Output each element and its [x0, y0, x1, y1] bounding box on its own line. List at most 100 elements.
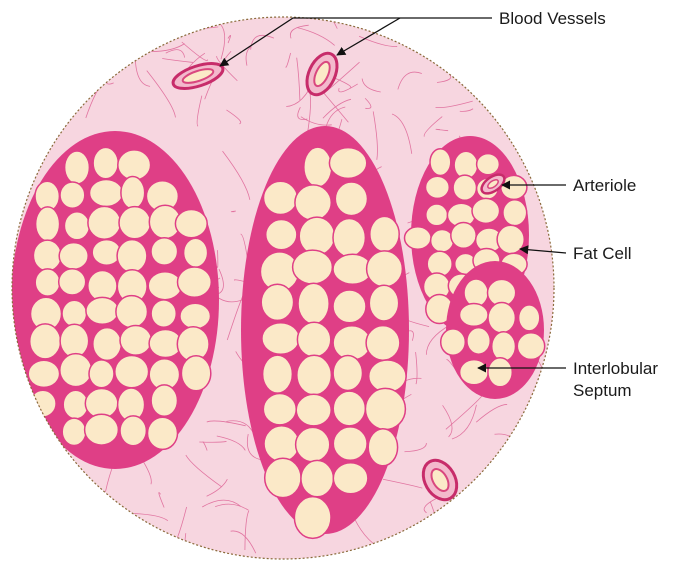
- fat-cell: [60, 354, 92, 387]
- fat-cell: [264, 426, 299, 462]
- fat-cell: [295, 185, 331, 220]
- fat-cell: [297, 355, 332, 395]
- connective-tissue-fiber: [478, 495, 500, 511]
- fat-cell: [120, 326, 152, 356]
- fat-cell: [369, 360, 406, 392]
- fat-cell: [59, 269, 86, 295]
- fat-cell: [472, 198, 500, 223]
- fat-cell: [184, 238, 208, 267]
- fat-cell: [261, 284, 293, 320]
- fat-cell: [333, 219, 365, 257]
- microscope-field: [10, 15, 554, 567]
- fat-cell: [28, 360, 59, 387]
- fat-cell: [121, 177, 145, 209]
- fat-cell-label: Fat Cell: [573, 244, 632, 263]
- fat-cell: [297, 322, 330, 357]
- fat-cell: [335, 182, 367, 216]
- fat-cell: [60, 324, 89, 357]
- fat-cell: [333, 427, 367, 460]
- fat-cell: [366, 326, 400, 361]
- fat-cell: [119, 207, 151, 239]
- fat-cell: [118, 150, 151, 180]
- fat-cell: [492, 332, 516, 361]
- fat-cell: [62, 418, 86, 445]
- fat-cell: [264, 181, 298, 214]
- fat-cell: [64, 212, 89, 240]
- fat-cell: [151, 300, 176, 327]
- fat-cell: [263, 355, 293, 393]
- fat-cell: [503, 200, 527, 226]
- fat-cell: [477, 154, 500, 175]
- fat-cell: [65, 151, 90, 184]
- fat-cell: [369, 285, 398, 321]
- fat-cell: [464, 279, 488, 307]
- fat-cell: [262, 323, 300, 355]
- fat-cell: [333, 463, 368, 494]
- fat-cell: [299, 217, 335, 255]
- fat-cell: [30, 324, 61, 359]
- interlobular-septum-label-line2: Septum: [573, 381, 632, 400]
- fat-cell: [298, 283, 329, 324]
- fat-cell: [467, 328, 490, 355]
- fat-cell: [148, 417, 178, 449]
- fat-cell: [293, 250, 333, 284]
- connective-tissue-fiber: [52, 492, 71, 520]
- fat-cell: [266, 220, 297, 250]
- fat-cell: [116, 296, 148, 328]
- fat-cell: [178, 267, 212, 297]
- fat-cell: [117, 240, 147, 273]
- fat-cell: [488, 358, 512, 387]
- fat-cell: [304, 147, 332, 187]
- fat-cell: [90, 180, 123, 207]
- fat-cell: [180, 303, 211, 329]
- fat-cell: [488, 303, 515, 333]
- fat-cell: [120, 416, 146, 446]
- connective-tissue-fiber: [10, 461, 28, 505]
- fat-cell: [333, 326, 371, 360]
- fat-cell: [62, 300, 87, 327]
- connective-tissue-fiber: [432, 514, 465, 537]
- fat-cell: [181, 356, 210, 391]
- fat-cell: [333, 356, 362, 391]
- fat-cell: [86, 297, 119, 324]
- fat-cell: [148, 272, 182, 300]
- fat-cell: [85, 414, 119, 445]
- fat-cell: [426, 176, 450, 198]
- connective-tissue-fiber: [49, 504, 74, 536]
- connective-tissue-fiber: [88, 54, 98, 67]
- fat-cell: [175, 210, 207, 238]
- fat-cell: [33, 240, 61, 271]
- fat-cell: [519, 305, 540, 331]
- fat-cell: [89, 360, 114, 388]
- fat-cell: [370, 216, 399, 251]
- fat-cell: [365, 388, 405, 429]
- fat-cell: [405, 227, 432, 249]
- connective-tissue-fiber: [467, 484, 492, 530]
- fat-cell: [115, 356, 149, 388]
- fat-cell: [60, 182, 85, 208]
- fat-cell: [263, 394, 296, 425]
- fat-cell: [36, 207, 60, 241]
- blood-vessels-label: Blood Vessels: [499, 9, 606, 28]
- fat-cell: [441, 329, 466, 355]
- fat-cell: [93, 147, 118, 178]
- interlobular-septum-label-line1: Interlobular: [573, 359, 658, 378]
- fat-cell: [35, 269, 60, 296]
- connective-tissue-fiber: [454, 58, 462, 68]
- fat-cell: [93, 328, 122, 361]
- arteriole-label: Arteriole: [573, 176, 636, 195]
- fat-cell: [367, 251, 403, 287]
- connective-tissue-fiber: [112, 524, 134, 529]
- connective-tissue-fiber: [485, 469, 521, 510]
- fat-cell: [301, 460, 334, 496]
- fat-cell: [63, 390, 88, 419]
- fat-cell: [294, 497, 331, 539]
- fat-cell: [453, 175, 476, 200]
- fat-cell: [88, 206, 121, 239]
- fat-cell: [517, 333, 544, 360]
- connective-tissue-fiber: [536, 457, 554, 500]
- fat-cell: [430, 149, 451, 176]
- fat-cell: [333, 290, 366, 323]
- fat-cell: [426, 204, 448, 226]
- fat-cell: [368, 429, 397, 466]
